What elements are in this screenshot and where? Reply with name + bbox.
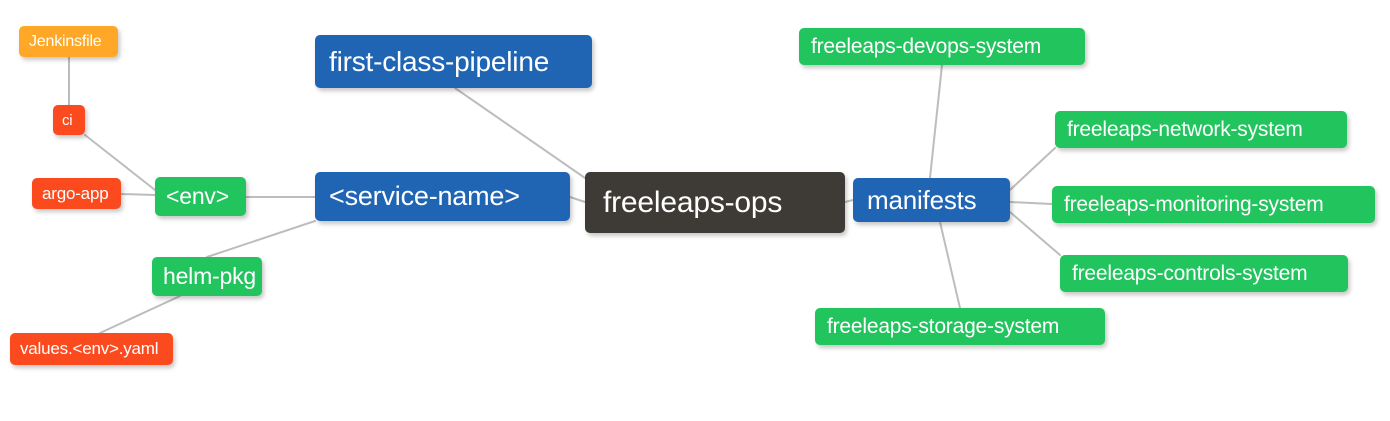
node-label-freeleaps-monitoring-system: freeleaps-monitoring-system [1064,192,1324,216]
edge-service-name-to-helm-pkg [206,220,316,258]
node-label-manifests: manifests [867,184,977,215]
mindmap-node-freeleaps-controls-system[interactable]: freeleaps-controls-system [1060,255,1348,292]
mindmap-node-helm-pkg[interactable]: helm-pkg [152,257,262,296]
edge-manifests-to-freeleaps-devops-system [929,64,943,179]
mindmap-node-manifests[interactable]: manifests [853,178,1010,222]
mindmap-node-argo-app[interactable]: argo-app [32,178,121,209]
edge-manifests-to-freeleaps-storage-system [939,221,961,309]
node-label-freeleaps-storage-system: freeleaps-storage-system [827,314,1060,338]
mindmap-node-freeleaps-storage-system[interactable]: freeleaps-storage-system [815,308,1105,345]
mindmap-node-env[interactable]: <env> [155,177,246,216]
edge-manifests-to-freeleaps-monitoring-system [1009,201,1053,205]
node-label-values-env-yaml: values.<env>.yaml [20,339,159,358]
node-label-env: <env> [166,183,229,209]
node-label-argo-app: argo-app [42,183,109,203]
edge-freeleaps-ops-to-manifests [844,199,854,203]
mindmap-node-first-class-pipeline[interactable]: first-class-pipeline [315,35,592,88]
mindmap-node-ci[interactable]: ci [53,105,85,135]
node-label-freeleaps-devops-system: freeleaps-devops-system [811,34,1041,58]
node-label-freeleaps-network-system: freeleaps-network-system [1067,117,1303,141]
mindmap-node-service-name[interactable]: <service-name> [315,172,570,221]
node-label-ci: ci [62,111,73,129]
edge-helm-pkg-to-values-env-yaml [99,295,181,334]
edge-env-to-argo-app [120,193,156,196]
node-label-service-name: <service-name> [329,181,520,211]
edge-freeleaps-ops-to-first-class-pipeline [454,87,586,179]
node-label-helm-pkg: helm-pkg [163,263,256,289]
node-label-jenkinsfile: Jenkinsfile [29,32,102,50]
mindmap-node-jenkinsfile[interactable]: Jenkinsfile [19,26,118,57]
node-label-freeleaps-controls-system: freeleaps-controls-system [1072,261,1308,285]
mindmap-node-freeleaps-devops-system[interactable]: freeleaps-devops-system [799,28,1085,65]
edge-manifests-to-freeleaps-network-system [1009,147,1056,191]
mindmap-node-values-env-yaml[interactable]: values.<env>.yaml [10,333,173,365]
mindmap-node-freeleaps-network-system[interactable]: freeleaps-network-system [1055,111,1347,148]
edge-freeleaps-ops-to-service-name [569,196,586,203]
mindmap-node-freeleaps-monitoring-system[interactable]: freeleaps-monitoring-system [1052,186,1375,223]
mindmap-node-freeleaps-ops[interactable]: freeleaps-ops [585,172,845,233]
node-label-first-class-pipeline: first-class-pipeline [329,45,550,77]
node-label-freeleaps-ops: freeleaps-ops [603,185,783,219]
